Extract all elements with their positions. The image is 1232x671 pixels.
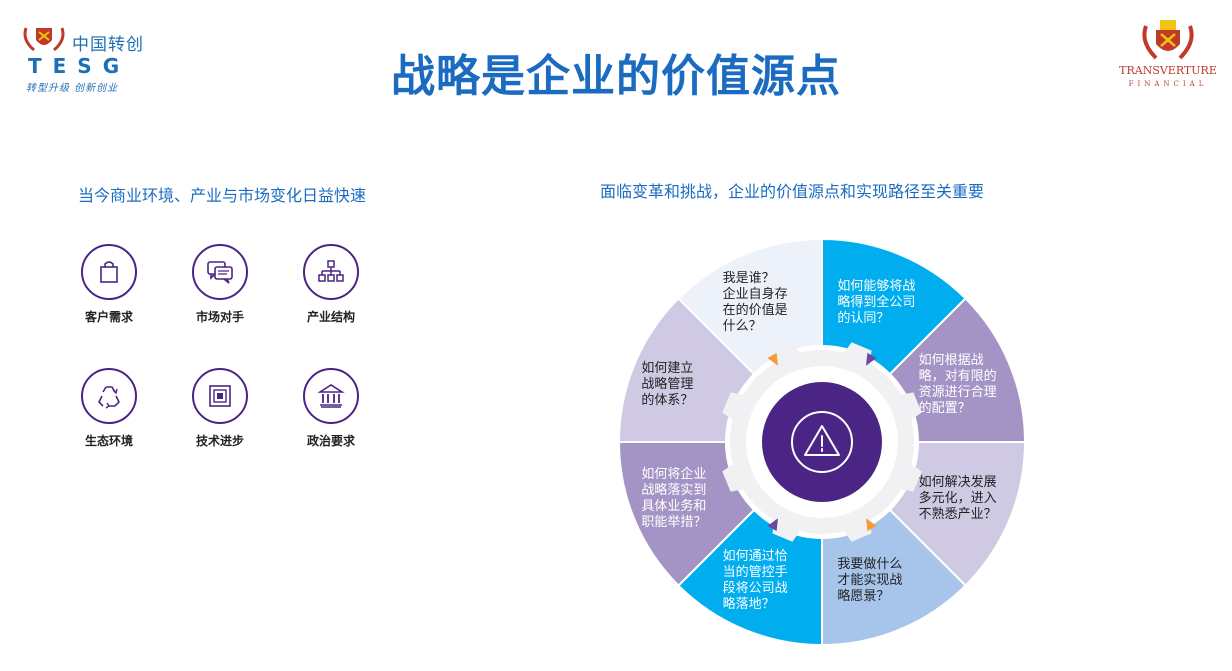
gear-tooth [722,392,746,421]
wheel-text-line: 具体业务和 [641,499,707,515]
government-building-icon [303,368,359,424]
gear-tooth [843,342,872,366]
factor-label: 市场对手 [195,310,244,324]
strategy-wheel: 如何能够将战略得到全公司的认同？ 如何根据战略，对有限的资源进行合理的配置？ 如何解… [617,237,1027,647]
pointer-marker [866,518,877,532]
factor-label: 产业结构 [306,310,355,324]
org-chart-icon [303,244,359,300]
shopping-bag-icon [81,244,137,300]
wheel-text-line: 如何建立 [641,360,694,376]
wheel-text-line: 略得到全公司 [837,295,916,311]
wheel-text-line: 不熟悉产业？ [918,507,997,523]
wheel-text-line: 如何通过恰 [722,548,788,564]
factor-industry-structure: 产业结构 [281,244,381,325]
warning-icon [791,411,853,473]
chip-icon [192,368,248,424]
factor-label: 生态环境 [84,434,133,448]
gear-tooth [898,463,922,492]
logo-transverture: TRANSVERTURE FINANCIAL [1116,18,1220,94]
logo-cn-text: 中国转创 [72,35,144,55]
wheel-segment-text: 如何根据战略，对有限的资源进行合理的配置？ [919,353,1003,417]
wheel-text-line: 在的价值是 [722,303,788,319]
wheel-text-line: 的体系？ [641,392,694,408]
wheel-text-line: 略，对有限的 [918,368,997,384]
wheel-text-line: 的认同？ [837,311,890,327]
wheel-text-line: 才能实现战 [837,572,903,588]
factor-label: 客户需求 [84,310,133,324]
gear-tooth [898,392,922,421]
gear-tooth [772,342,801,366]
logo-tesg: 中国转创 TESG 转型升级 创新创业 [20,24,150,94]
pointer-marker [767,518,778,532]
factor-politics: 政治要求 [281,368,381,449]
wheel-segment-text: 如何将企业战略落实到具体业务和职能举措？ [641,467,725,531]
wheel-text-line: 战略落实到 [641,483,707,499]
wheel-text-line: 多元化，进入 [918,491,997,507]
chat-bubbles-icon [192,244,248,300]
logo-en-text: TESG [28,54,131,78]
wreath-shield-icon [23,27,65,52]
wheel-text-line: 如何解决发展 [918,475,997,491]
wheel-segment-text: 如何建立战略管理的体系？ [641,361,725,409]
crest-icon [1142,20,1194,60]
wheel-text-line: 段将公司战 [722,580,788,596]
logo-slogan: 转型升级 创新创业 [26,83,119,94]
wheel-text-line: 战略管理 [641,376,694,392]
logo-sub: FINANCIAL [1128,80,1208,88]
left-subtitle: 当今商业环境、产业与市场变化日益快速 [78,186,367,205]
logo-name: TRANSVERTURE [1119,64,1217,77]
factor-ecology: 生态环境 [59,368,159,449]
wheel-text-line: 我要做什么 [837,556,903,572]
wheel-text-line: 如何将企业 [641,467,707,483]
factor-competitors: 市场对手 [170,244,270,325]
wheel-segment-text: 我是谁？企业自身存在的价值是什么？ [723,271,807,335]
page-title: 战略是企业的价值源点 [391,51,841,102]
wheel-text-line: 资源进行合理 [918,384,997,400]
gear-tooth [843,518,872,542]
wheel-text-line: 企业自身存 [722,287,788,303]
wheel-text-line: 职能举措？ [641,515,707,531]
wheel-segment-text: 如何解决发展多元化，进入不熟悉产业？ [919,475,1003,523]
wheel-segment-text: 我要做什么才能实现战略愿景？ [837,557,921,605]
wheel-text-line: 如何根据战 [918,352,984,368]
wheel-segment-text: 如何能够将战略得到全公司的认同？ [837,279,921,327]
factor-technology: 技术进步 [170,368,270,449]
wheel-text-line: 略愿景？ [837,588,890,604]
wheel-graphic [617,237,1027,647]
wheel-text-line: 什么？ [722,319,762,335]
factor-label: 技术进步 [195,434,244,448]
pointer-marker [767,352,778,366]
wheel-segment-text: 如何通过恰当的管控手段将公司战略落地？ [723,549,807,613]
factor-customer-demand: 客户需求 [59,244,159,325]
wheel-text-line: 我是谁？ [722,271,775,287]
wheel-text-line: 略落地？ [722,596,775,612]
wheel-text-line: 如何能够将战 [837,279,916,295]
wheel-text-line: 当的管控手 [722,564,788,580]
pointer-marker [866,352,877,366]
recycle-icon [81,368,137,424]
right-subtitle: 面临变革和挑战，企业的价值源点和实现路径至关重要 [600,182,985,201]
factor-label: 政治要求 [306,434,355,448]
gear-tooth [772,518,801,542]
gear-tooth [722,463,746,492]
wheel-text-line: 的配置？ [918,400,971,416]
